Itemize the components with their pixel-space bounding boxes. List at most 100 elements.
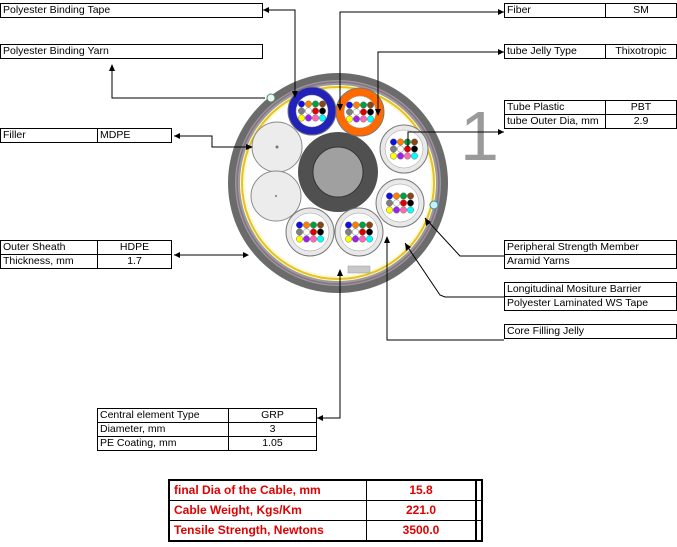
fiber-label: Fiber: [507, 4, 531, 16]
optical-fiber: [312, 114, 319, 122]
moisture-barrier-table: Longitudinal Mositure Barrier Polyester …: [504, 282, 677, 311]
optical-fiber: [310, 228, 317, 236]
optical-fiber: [317, 228, 324, 236]
summary-edge: [475, 501, 481, 520]
binding-yarn-label: Polyester Binding Yarn: [3, 45, 109, 57]
optical-fiber: [390, 138, 397, 146]
optical-fiber: [386, 192, 393, 200]
outer-sheath-value: HDPE: [97, 241, 171, 254]
optical-fiber: [312, 107, 319, 115]
arrowhead: [375, 109, 381, 116]
cable-cross-section: [228, 73, 448, 293]
arrowhead: [384, 236, 390, 243]
arrowhead: [425, 218, 431, 226]
optical-fiber: [298, 100, 305, 108]
leader-fiber: [339, 11, 504, 105]
optical-fiber: [407, 192, 414, 200]
outer-sheath-label: Outer Sheath: [3, 241, 66, 253]
psm-line-2: Aramid Yarns: [507, 255, 570, 267]
filler-center-dot: [275, 145, 279, 149]
optical-fiber: [367, 108, 374, 116]
optical-fiber: [366, 235, 373, 243]
arrowhead: [243, 252, 249, 258]
central-coating-value: 1.05: [228, 437, 316, 450]
optical-fiber: [303, 221, 310, 229]
optical-fiber: [346, 108, 353, 116]
optical-fiber: [352, 228, 359, 236]
outer-sheath-table: Outer Sheath HDPE Thickness, mm 1.7: [0, 240, 172, 269]
filler-label: Filler: [3, 129, 26, 141]
thickness-value: 1.7: [97, 255, 171, 268]
optical-fiber: [296, 235, 303, 243]
optical-fiber: [393, 192, 400, 200]
jelly-value: Thixotropic: [605, 45, 676, 58]
optical-fiber: [305, 107, 312, 115]
optical-fiber: [397, 152, 404, 160]
loose-tubes: [285, 86, 429, 257]
optical-fiber: [390, 145, 397, 153]
leader-arrowheads: [109, 7, 504, 421]
optical-fiber: [386, 206, 393, 214]
optical-fiber: [345, 221, 352, 229]
binding-tape-label: Polyester Binding Tape: [3, 4, 111, 16]
arrowhead: [405, 243, 411, 251]
arrowhead: [498, 129, 504, 135]
optical-fiber: [393, 199, 400, 207]
optical-fiber: [303, 235, 310, 243]
barrier-line-1: Longitudinal Mositure Barrier: [507, 283, 642, 295]
optical-fiber: [359, 228, 366, 236]
summary-edge: [475, 521, 481, 540]
leader-binding-tape: [263, 9, 296, 92]
tensile-strength-label: Tensile Strength, Newtons: [174, 523, 324, 537]
optical-fiber: [359, 235, 366, 243]
arrowhead: [174, 133, 180, 139]
optical-fiber: [411, 138, 418, 146]
arrowhead: [174, 252, 180, 258]
optical-fiber: [400, 199, 407, 207]
binding-yarn-dot: [266, 93, 276, 103]
optical-fiber: [353, 101, 360, 109]
core-jelly-label: Core Filling Jelly: [507, 325, 585, 337]
arrowhead: [498, 9, 504, 15]
optical-fiber: [367, 101, 374, 109]
optical-fiber: [319, 114, 326, 122]
optical-fiber: [360, 101, 367, 109]
optical-fiber: [296, 221, 303, 229]
leader-filler: [174, 135, 250, 148]
fiber-value: SM: [605, 4, 676, 17]
arrowhead: [337, 104, 343, 111]
leader-tube-dia: [407, 131, 504, 147]
optical-fiber: [352, 221, 359, 229]
summary-table: final Dia of the Cable, mm 15.8 Cable We…: [168, 479, 483, 542]
central-type-label: Central element Type: [100, 409, 200, 421]
summary-edge: [475, 481, 481, 500]
filler-center-dot: [275, 195, 277, 197]
leader-binding-yarn: [111, 70, 265, 99]
tube-plastic-value: PBT: [605, 101, 676, 114]
optical-fiber: [317, 235, 324, 243]
optical-fiber: [367, 115, 374, 123]
tube-dia-value: 2.9: [605, 115, 676, 128]
tube-plastic-label: Tube Plastic: [507, 101, 565, 113]
arrowhead: [109, 64, 115, 71]
central-element-table: Central element Type GRP Diameter, mm 3 …: [97, 408, 317, 451]
optical-fiber: [310, 221, 317, 229]
optical-fiber: [305, 114, 312, 122]
final-dia-value: 15.8: [366, 481, 475, 500]
leader-central-element: [317, 275, 341, 419]
optical-fiber: [319, 100, 326, 108]
optical-fiber: [397, 145, 404, 153]
cable-weight-value: 221.0: [366, 501, 475, 520]
optical-fiber: [298, 114, 305, 122]
optical-fiber: [298, 107, 305, 115]
optical-fiber: [305, 100, 312, 108]
jelly-table: tube Jelly Type Thixotropic: [504, 44, 677, 59]
optical-fiber: [317, 221, 324, 229]
central-element-grp: [312, 146, 364, 198]
optical-fiber: [397, 138, 404, 146]
strength-member-table: Peripheral Strength Member Aramid Yarns: [504, 240, 677, 269]
arrowhead: [317, 415, 323, 421]
optical-fiber: [303, 228, 310, 236]
thickness-label: Thickness, mm: [3, 255, 74, 267]
